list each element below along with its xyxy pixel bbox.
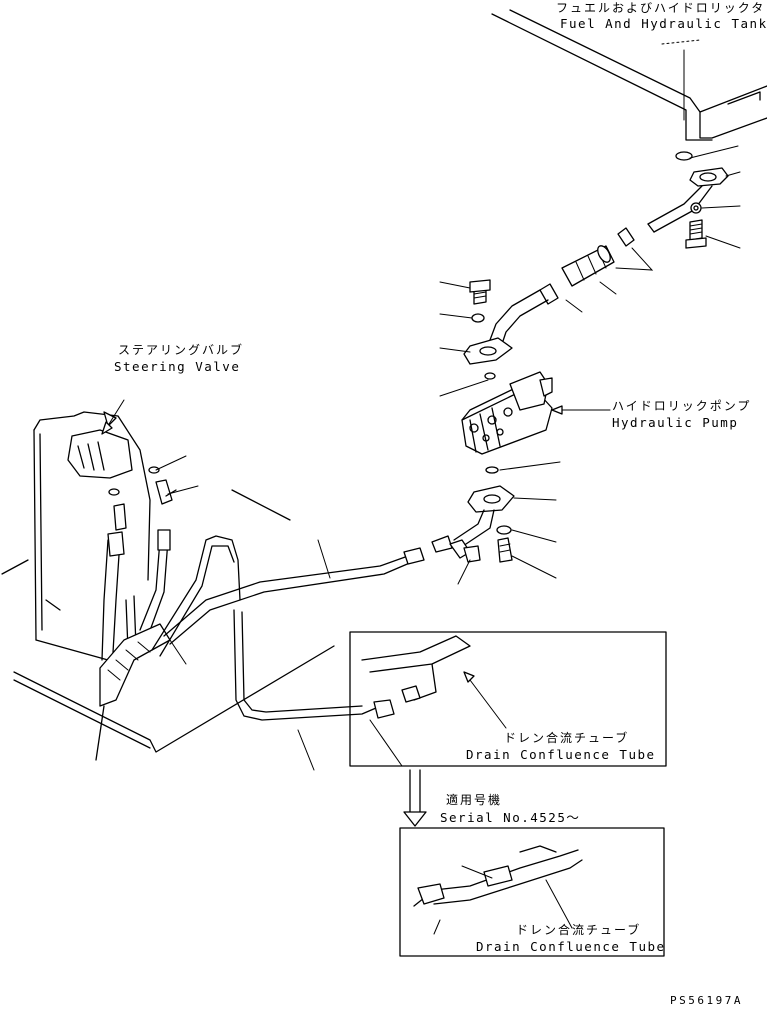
serial-label-en: Serial No.4525～ xyxy=(440,810,580,825)
drain-tube-1-label-jp: ドレン合流チューブ xyxy=(504,730,629,745)
fuel-hydraulic-tank-drawing xyxy=(491,9,767,141)
tank-label-jp: フュエルおよびハイドロリックタンク xyxy=(556,1,767,15)
steering-valve-label-en: Steering Valve xyxy=(114,359,240,374)
leader-lines-lower xyxy=(457,497,557,585)
pump-lower-oring-leader xyxy=(499,461,561,471)
drain-tube-detail-box-2 xyxy=(399,827,665,957)
main-tube-runs xyxy=(151,535,425,771)
steering-valve-frame xyxy=(1,411,335,753)
tank-label-en: Fuel And Hydraulic Tank xyxy=(560,16,767,31)
steering-arrow-icon xyxy=(101,421,113,435)
serial-change-arrow xyxy=(403,769,427,827)
pump-oring-leader xyxy=(439,379,489,397)
hydraulic-pump-drawing xyxy=(461,371,553,474)
hydraulic-pump-label-en: Hydraulic Pump xyxy=(612,415,738,430)
serial-label-jp: 適用号機 xyxy=(446,792,502,807)
drawing-code: PS56197A xyxy=(670,994,743,1007)
drain-tube-detail-box-1 xyxy=(349,631,667,767)
steering-valve-label-jp: ステアリングバルブ xyxy=(118,342,244,357)
suction-pipe-assembly xyxy=(463,151,729,365)
drain-tube-1-label-en: Drain Confluence Tube xyxy=(466,747,656,762)
leader-lines-upper xyxy=(439,145,741,353)
pump-arrow-icon xyxy=(551,405,563,415)
hydraulic-pump-label-jp: ハイドロリックポンプ xyxy=(612,399,751,413)
drain-tube-2-label-en: Drain Confluence Tube xyxy=(476,939,666,954)
drain-tube-2-label-jp: ドレン合流チューブ xyxy=(516,922,641,937)
steering-hoses xyxy=(95,529,187,761)
steering-fittings xyxy=(108,455,199,531)
discharge-pipe-assembly xyxy=(431,485,515,563)
